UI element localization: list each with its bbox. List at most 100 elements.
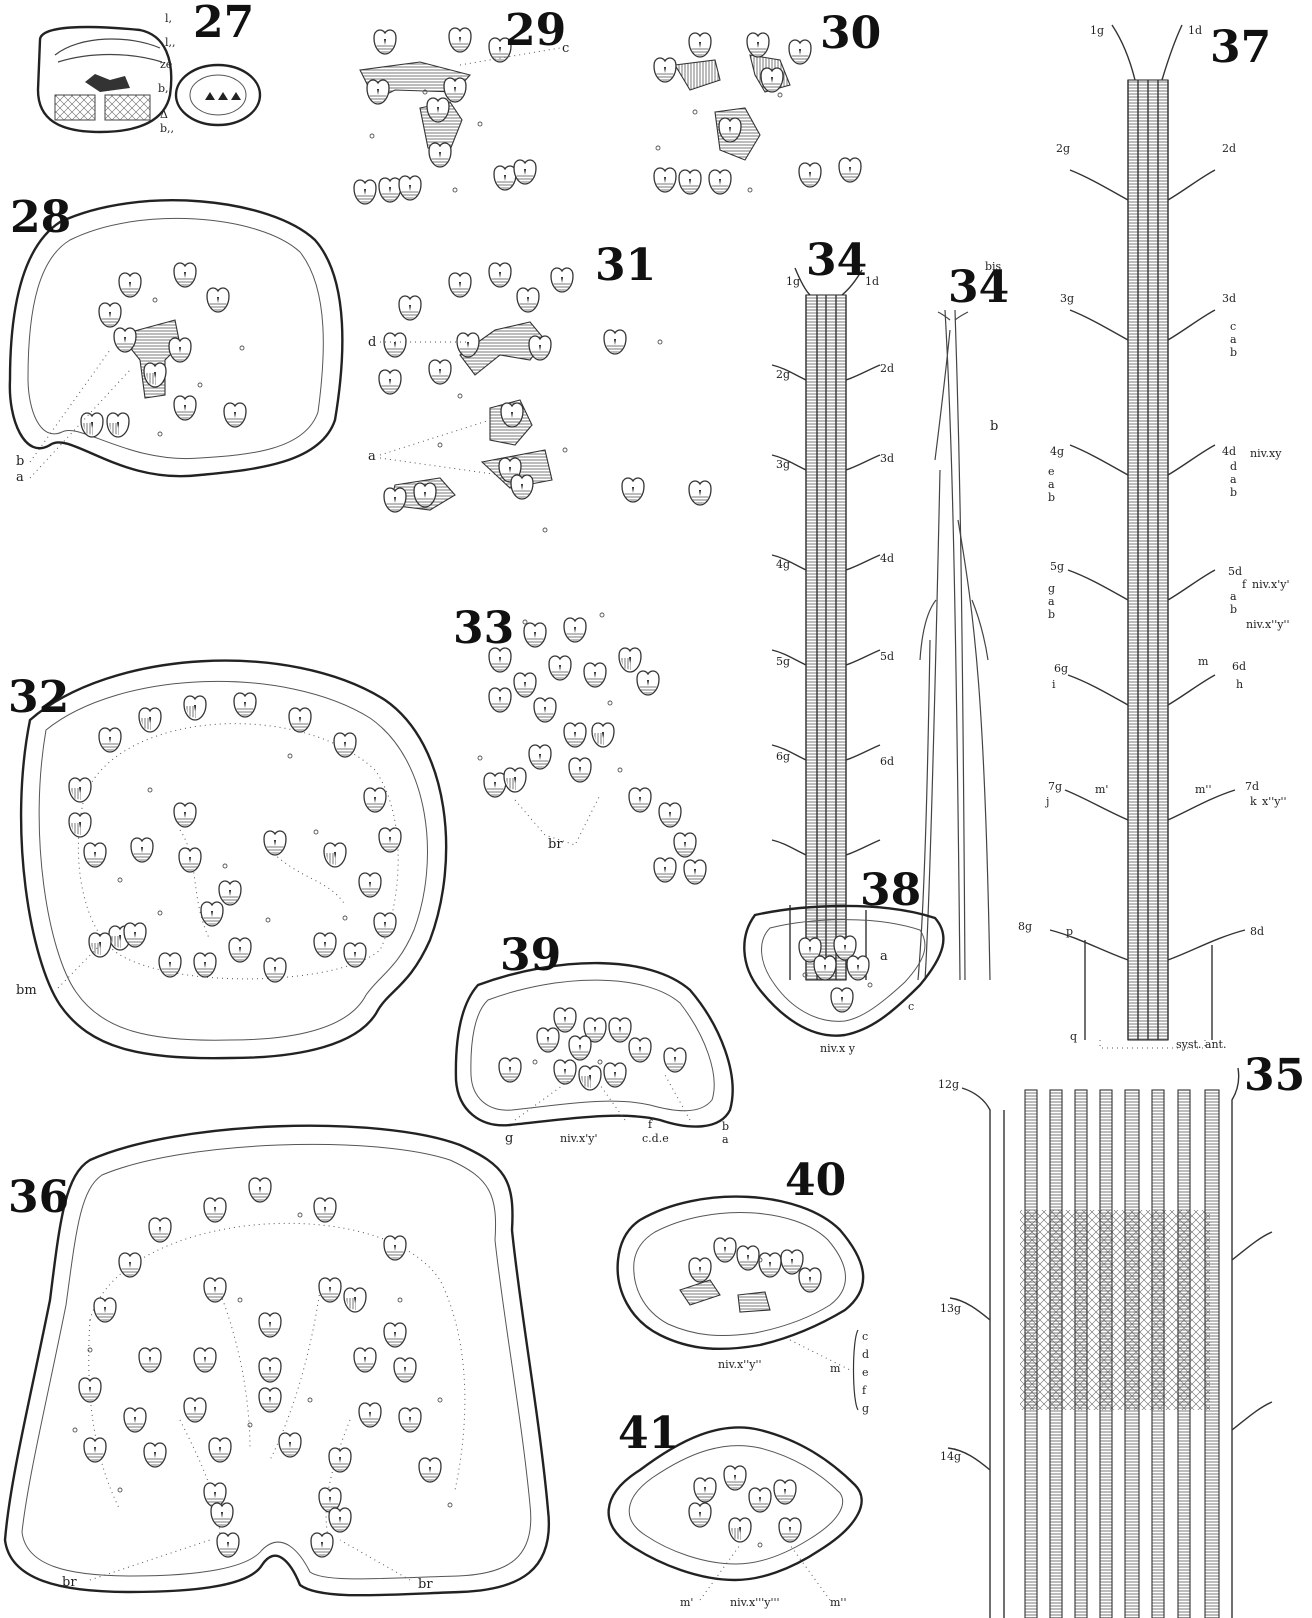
figure-37: 37 1g 1d 2g 2d 3g 3d c a b 4g 4d niv.xy … (1018, 22, 1290, 1051)
fig37-label-syst-ant: syst. ant. (1176, 1038, 1226, 1051)
fig37-left-7: 7g (1048, 780, 1062, 793)
fig37-right-1: 1d (1188, 24, 1202, 37)
fig38-label-c: c (908, 1000, 914, 1013)
fig41-label-m2: m'' (830, 1596, 846, 1609)
figure-39: 39 g niv.x'y' f c.d.e b a (456, 930, 733, 1146)
fig27-label-l2: l,, (165, 36, 176, 49)
fig37-label-b4: b (1230, 603, 1237, 616)
figure-33: 33 br (453, 603, 706, 884)
fig37-label-b2: b (1230, 486, 1237, 499)
fig38-label-niv: niv.x y (820, 1042, 856, 1055)
fig37-left-2: 2g (1056, 142, 1070, 155)
fig37-label-m1: m' (1095, 783, 1108, 796)
fig34-right-1: 1d (865, 275, 879, 288)
fig34-number: 34 (806, 235, 867, 286)
figure-27: 27 l, l,, ze b, Δ b,, (38, 0, 260, 135)
fig35-left-12: 12g (938, 1078, 959, 1091)
fig40-label-niv: niv.x''y'' (718, 1358, 762, 1371)
fig34-left-3: 3g (776, 458, 790, 471)
fig37-label-f: f (1242, 578, 1247, 591)
fig37-label-nivxy: niv.xy (1250, 447, 1282, 460)
fig41-number: 41 (618, 1408, 679, 1459)
fig35-number: 35 (1244, 1050, 1305, 1101)
fig37-label-b5: b (1048, 608, 1055, 621)
fig37-label-a2: a (1230, 473, 1237, 486)
figure-29: 29 c (354, 5, 569, 204)
fig28-number: 28 (10, 192, 71, 243)
fig39-label-f: f (648, 1118, 653, 1131)
fig37-label-m: m (1198, 655, 1209, 668)
figure-28: 28 b a (10, 192, 343, 485)
fig34-left-5: 5g (776, 655, 790, 668)
fig37-right-4: 4d (1222, 445, 1236, 458)
fig37-right-2: 2d (1222, 142, 1236, 155)
fig39-label-b: b (722, 1120, 729, 1133)
fig37-label-b3: b (1048, 491, 1055, 504)
fig37-label-d: d (1230, 460, 1237, 473)
figure-36: 36 br br (5, 1126, 549, 1596)
fig40-label-m: m (830, 1362, 841, 1375)
fig32-label-bm: bm (16, 983, 37, 998)
fig37-label-a4: a (1230, 590, 1237, 603)
fig37-label-c: c (1230, 320, 1236, 333)
fig37-label-i: i (1052, 678, 1056, 691)
fig28-label-a: a (16, 470, 24, 485)
fig37-label-m2: m'' (1195, 783, 1211, 796)
fig27-number: 27 (193, 0, 254, 48)
fig40-label-c: c (862, 1330, 868, 1343)
figure-30: 30 (654, 8, 881, 194)
fig31-number: 31 (595, 240, 656, 291)
fig38-number: 38 (860, 865, 921, 916)
fig41-label-niv: niv.x'''y''' (730, 1596, 780, 1609)
figure-32: 32 bm (8, 661, 446, 1059)
fig40-label-f: f (862, 1384, 867, 1397)
fig41-label-m1: m' (680, 1596, 693, 1609)
fig37-right-5: 5d (1228, 565, 1242, 578)
fig37-left-8: 8g (1018, 920, 1032, 933)
fig27-label-b1: b, (158, 82, 169, 95)
fig37-left-5: 5g (1050, 560, 1064, 573)
fig40-label-e: e (862, 1366, 869, 1379)
fig34bis-suffix: bis (985, 260, 1002, 273)
fig37-label-k: k (1250, 795, 1257, 808)
fig34-left-1: 1g (786, 275, 800, 288)
fig39-label-niv: niv.x'y' (560, 1132, 597, 1145)
fig39-label-a: a (722, 1133, 729, 1146)
fig34-right-3: 3d (880, 452, 894, 465)
fig37-right-8: 8d (1250, 925, 1264, 938)
fig33-number: 33 (453, 603, 514, 654)
fig37-label-h: h (1236, 678, 1243, 691)
figure-41: 41 m' niv.x'''y''' m'' (609, 1408, 862, 1609)
fig36-label-br-right: br (418, 1577, 433, 1592)
fig37-label-e: e (1048, 465, 1055, 478)
fig39-label-g: g (505, 1131, 513, 1146)
fig37-left-6: 6g (1054, 662, 1068, 675)
fig34bis-label-b: b (990, 419, 998, 434)
fig31-label-a: a (368, 449, 376, 464)
fig29-label-c: c (562, 41, 569, 56)
fig37-label-b1: b (1230, 346, 1237, 359)
fig39-label-cde: c.d.e (642, 1132, 669, 1145)
fig34-left-6: 6g (776, 750, 790, 763)
fig37-label-x2y2: x''y'' (1262, 795, 1287, 808)
fig32-number: 32 (8, 672, 69, 723)
fig37-right-7: 7d (1245, 780, 1259, 793)
fig36-number: 36 (8, 1172, 69, 1223)
fig29-number: 29 (505, 5, 566, 56)
fig30-number: 30 (820, 8, 881, 59)
fig34-right-5: 5d (880, 650, 894, 663)
fig33-label-br: br (548, 837, 563, 852)
fig40-label-g: g (862, 1402, 869, 1415)
fig40-label-d: d (862, 1348, 869, 1361)
fig36-label-br-left: br (62, 1575, 77, 1590)
fig37-label-nivx2y2: niv.x''y'' (1246, 618, 1290, 631)
fig40-number: 40 (785, 1155, 846, 1206)
fig27-label-ze: ze (160, 58, 172, 71)
fig37-label-j: j (1044, 795, 1049, 808)
fig37-label-nivx1y1: niv.x'y' (1252, 578, 1289, 591)
fig27-label-l1: l, (165, 12, 172, 25)
fig37-right-6: 6d (1232, 660, 1246, 673)
fig37-left-1: 1g (1090, 24, 1104, 37)
fig34-left-2: 2g (776, 368, 790, 381)
